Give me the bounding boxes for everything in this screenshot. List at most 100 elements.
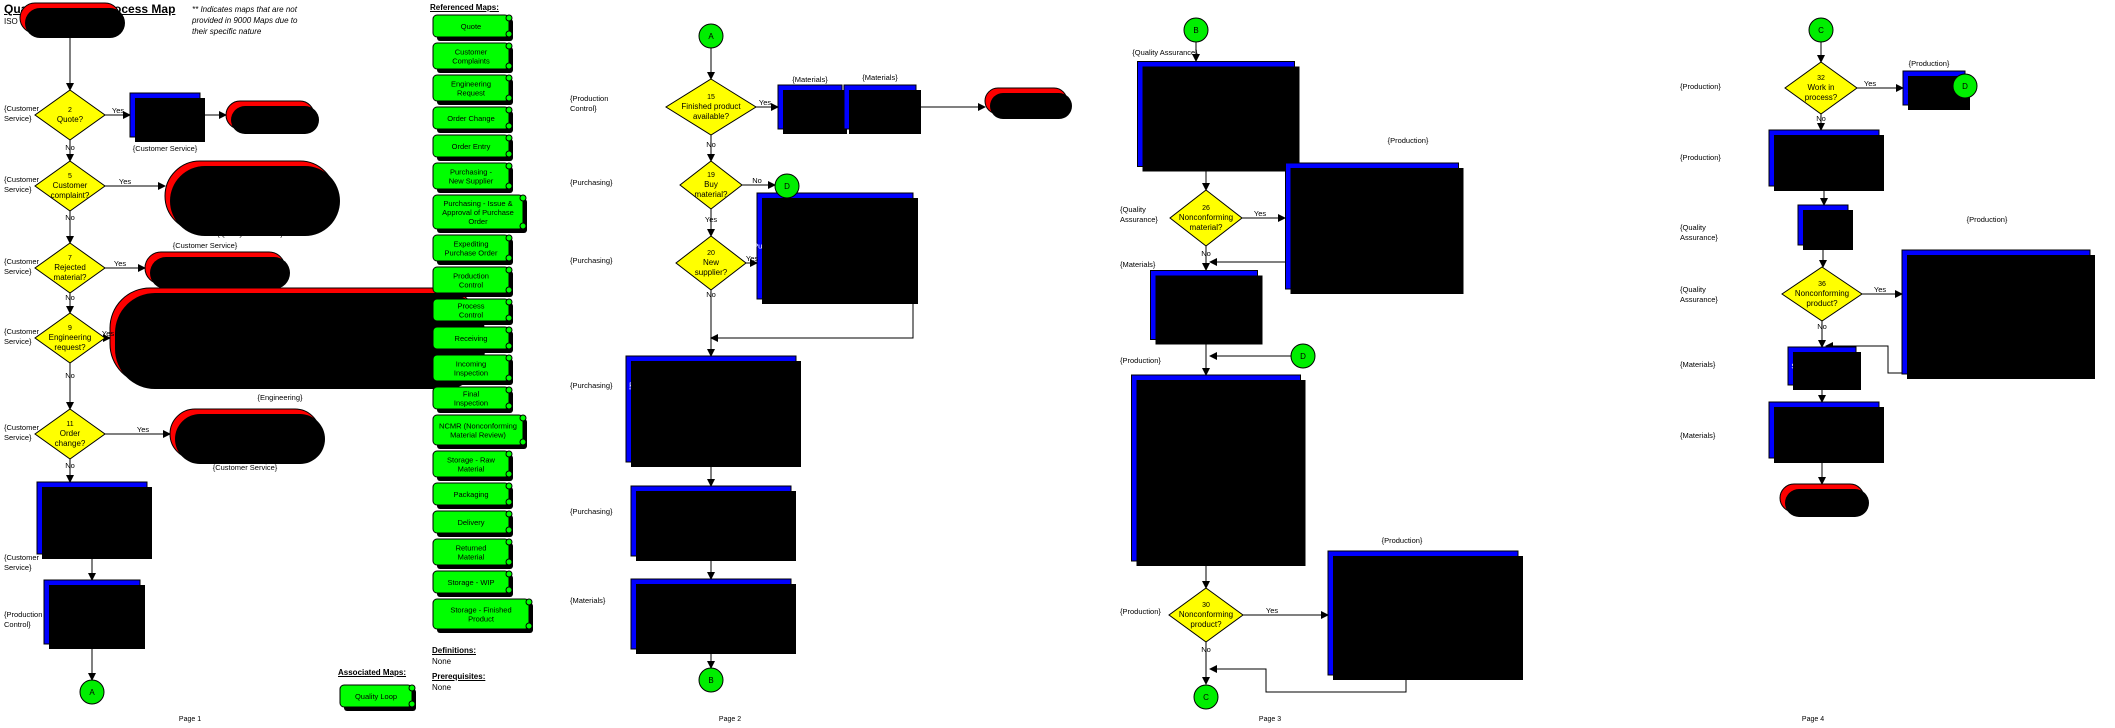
map-link-scroll[interactable] — [432, 538, 510, 566]
referenced-map-link[interactable]: Purchasing -New Supplier — [432, 162, 513, 193]
department-label: {Purchasing} — [570, 178, 613, 187]
map-link-scroll[interactable] — [432, 194, 524, 230]
map-link-scroll[interactable] — [432, 134, 510, 158]
decision-diamond[interactable] — [1169, 189, 1243, 247]
map-link-scroll[interactable] — [432, 14, 510, 38]
edge-label-yes: Yes — [112, 106, 124, 115]
connector-B[interactable]: B — [698, 667, 724, 693]
map-link-scroll[interactable] — [432, 42, 510, 70]
referenced-map-link[interactable]: Storage - WIP — [432, 570, 513, 597]
department-label: Assurance} — [1120, 215, 1158, 224]
connector-D[interactable]: D — [1952, 73, 1978, 99]
decision-diamond[interactable] — [34, 89, 106, 141]
referenced-map-link[interactable]: Purchasing - Issue &Approval of Purchase… — [432, 194, 527, 233]
referenced-map-link[interactable]: Receiving — [432, 326, 513, 353]
scroll-curl-icon — [505, 570, 513, 578]
connector-circle[interactable] — [79, 679, 105, 705]
connector-C[interactable]: C — [1808, 17, 1834, 43]
map-link-scroll[interactable] — [432, 450, 510, 478]
shape-shadow — [849, 90, 921, 134]
map-link-scroll[interactable] — [432, 234, 510, 262]
connector-A[interactable]: A — [79, 679, 105, 705]
connector-D[interactable]: D — [774, 173, 800, 199]
scroll-curl-icon — [505, 30, 513, 38]
map-link-scroll[interactable] — [432, 162, 510, 190]
referenced-map-link[interactable]: Order Change — [432, 106, 513, 133]
referenced-map-link[interactable]: Quote — [432, 14, 513, 41]
connector-circle[interactable] — [1808, 17, 1834, 43]
referenced-map-link[interactable]: Order Entry — [432, 134, 513, 161]
map-link-scroll[interactable] — [432, 386, 510, 410]
map-link-scroll[interactable] — [432, 74, 510, 102]
decision-diamond[interactable] — [665, 78, 757, 136]
connector-C[interactable]: C — [1193, 684, 1219, 710]
connector-circle[interactable] — [1290, 343, 1316, 369]
map-link-scroll[interactable] — [432, 354, 510, 382]
map-link-scroll[interactable] — [432, 266, 510, 294]
map-link-scroll[interactable] — [432, 598, 530, 630]
decision-diamond[interactable] — [679, 160, 743, 210]
decision-diamond[interactable] — [1781, 266, 1863, 322]
map-link-scroll[interactable] — [339, 684, 413, 708]
step-number: 36 — [1818, 281, 1826, 288]
connector-circle[interactable] — [1183, 17, 1209, 43]
decision-diamond[interactable] — [34, 160, 106, 212]
connector-circle[interactable] — [698, 667, 724, 693]
decision-diamond[interactable] — [34, 242, 106, 294]
scroll-curl-icon — [519, 414, 527, 422]
connector-circle[interactable] — [774, 173, 800, 199]
referenced-map-link[interactable]: Delivery — [432, 510, 513, 537]
scroll-curl-icon — [505, 498, 513, 506]
decision-diamond[interactable] — [1168, 587, 1244, 643]
scroll-curl-icon — [505, 482, 513, 490]
decision-diamond[interactable] — [675, 235, 747, 291]
map-link-scroll[interactable] — [432, 298, 510, 322]
scroll-curl-icon — [505, 286, 513, 294]
map-link-scroll[interactable] — [432, 326, 510, 350]
referenced-map-link[interactable]: Packaging — [432, 482, 513, 509]
connector-circle[interactable] — [698, 23, 724, 49]
step-number: 26 — [1202, 205, 1210, 212]
connector-circle[interactable] — [1193, 684, 1219, 710]
map-link-scroll[interactable] — [432, 570, 510, 594]
map-link-scroll[interactable] — [432, 482, 510, 506]
scroll-curl-icon — [505, 234, 513, 242]
scroll-curl-icon — [505, 402, 513, 410]
map-link-scroll[interactable] — [432, 414, 524, 446]
connector-circle[interactable] — [1952, 73, 1978, 99]
decision-question: change? — [55, 439, 86, 448]
map-link-scroll[interactable] — [432, 510, 510, 534]
connector-B[interactable]: B — [1183, 17, 1209, 43]
associated-map-link[interactable]: Quality Loop — [339, 684, 416, 711]
map-link-scroll[interactable] — [432, 106, 510, 130]
connector-A[interactable]: A — [698, 23, 724, 49]
connector-D[interactable]: D — [1290, 343, 1316, 369]
decision-diamond[interactable] — [1784, 61, 1858, 115]
decision-diamond[interactable] — [34, 408, 106, 460]
footnote-legend: ** Indicates maps that are not provided … — [192, 5, 298, 36]
decision-diamond[interactable] — [34, 312, 106, 364]
